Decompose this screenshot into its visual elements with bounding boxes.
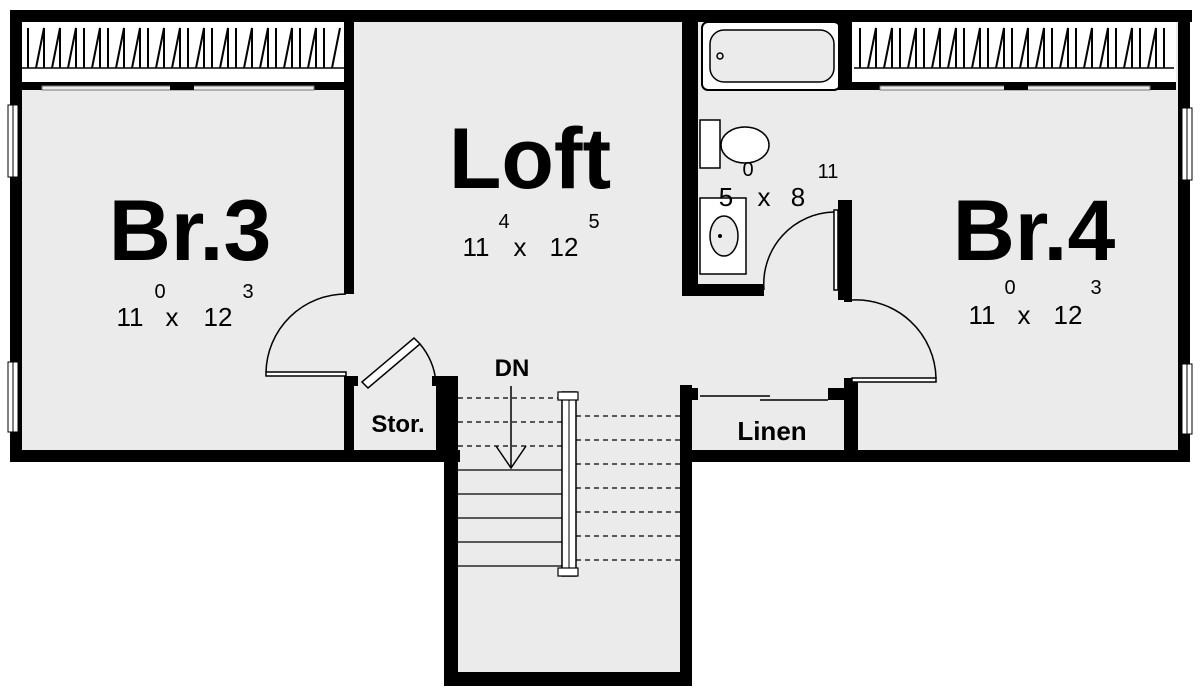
br4-dim-b: 12	[1054, 300, 1083, 330]
br3-times: x	[166, 302, 179, 332]
loft-times: x	[514, 232, 527, 262]
br3-dim-b: 12	[204, 302, 233, 332]
br4-dim-a: 11	[969, 300, 996, 330]
br3-dim-b-sup: 3	[242, 281, 253, 303]
br4-times: x	[1018, 300, 1031, 330]
br3-dim-a: 11	[117, 302, 144, 332]
loft-dim-a-sup: 4	[498, 211, 509, 233]
br4-dimensions: 11 0 x 12 3	[969, 277, 1102, 330]
stair-direction-label: DN	[495, 355, 530, 382]
bath-dim-a: 5	[719, 182, 733, 212]
loft-dim-a: 11	[463, 232, 490, 262]
toilet	[699, 119, 770, 169]
br4-name: Br.4	[953, 183, 1116, 279]
walls	[10, 10, 1192, 686]
closet-br3	[20, 20, 346, 91]
vanity-sink	[699, 197, 747, 275]
br3-dim-a-sup: 0	[154, 281, 165, 303]
bath-dimensions: 5 0 x 8 11	[719, 159, 839, 212]
br3-name: Br.3	[109, 183, 272, 279]
stairs	[458, 386, 680, 577]
windows	[7, 104, 1193, 435]
bathtub	[701, 21, 841, 91]
bath-times: x	[758, 182, 771, 212]
doors	[265, 209, 937, 401]
loft-name: Loft	[449, 111, 611, 207]
br4-dim-a-sup: 0	[1004, 277, 1015, 299]
loft-dim-b: 12	[550, 232, 579, 262]
bath-dim-b: 8	[791, 182, 805, 212]
loft-dimensions: 11 4 x 12 5	[463, 211, 600, 262]
storage-label: Stor.	[371, 411, 424, 438]
loft-dim-b-sup: 5	[588, 211, 599, 233]
br4-dim-b-sup: 3	[1090, 277, 1101, 299]
br3-dimensions: 11 0 x 12 3	[117, 281, 254, 332]
bath-dim-a-sup: 0	[742, 159, 753, 181]
bath-dim-b-sup: 11	[818, 161, 839, 183]
closet-br4	[852, 20, 1176, 91]
linen-label: Linen	[737, 416, 806, 446]
